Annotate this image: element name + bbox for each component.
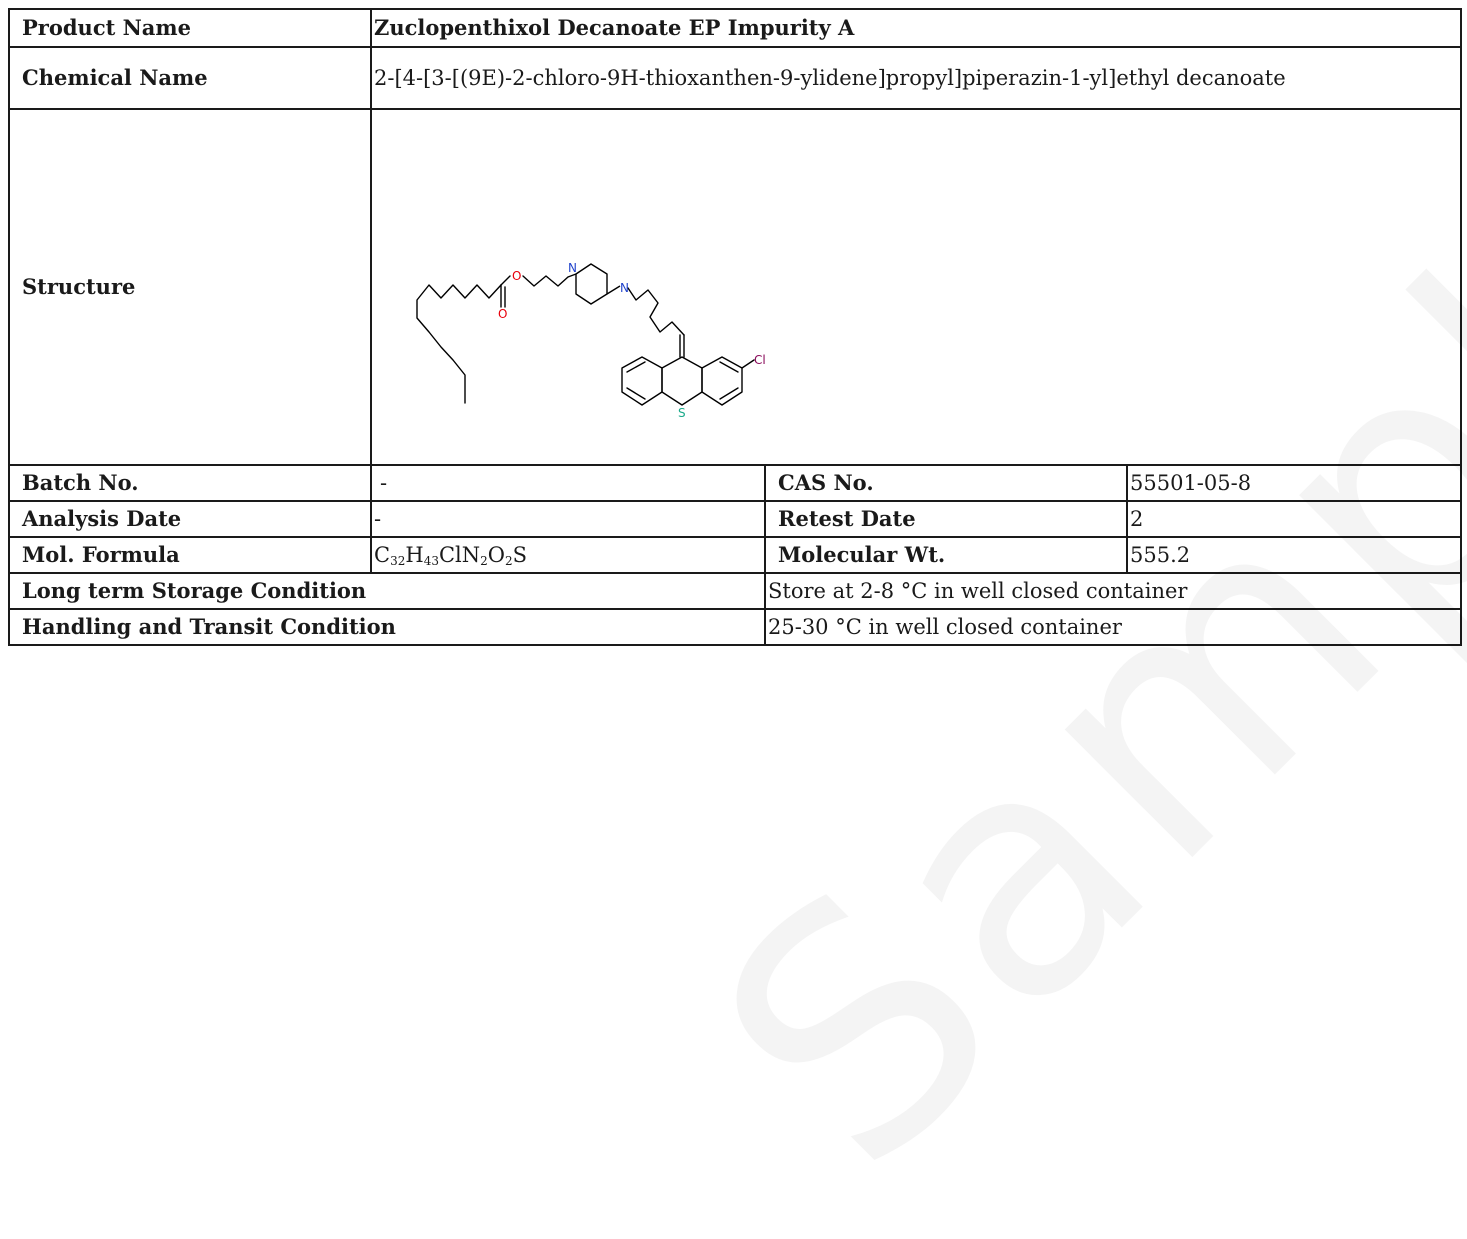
- molecular-weight-value: 555.2: [1126, 536, 1462, 574]
- cas-label: CAS No.: [764, 464, 1128, 502]
- atom-oxygen-ester: O: [512, 269, 521, 283]
- chemical-name-row: Chemical Name 2-[4-[3-[(9E)-2-chloro-9H-…: [8, 46, 1462, 110]
- retest-date-value: 2: [1126, 500, 1462, 538]
- analysis-date-label: Analysis Date: [8, 500, 372, 538]
- handling-row: Handling and Transit Condition 25-30 °C …: [8, 608, 1462, 646]
- atom-nitrogen-4: N: [620, 281, 629, 295]
- molecular-weight-label: Molecular Wt.: [764, 536, 1128, 574]
- atom-nitrogen-1: N: [568, 261, 577, 275]
- product-name-value: Zuclopenthixol Decanoate EP Impurity A: [370, 8, 1462, 48]
- batch-cas-row: Batch No. - CAS No. 55501-05-8: [8, 464, 1462, 502]
- storage-value: Store at 2-8 °C in well closed container: [764, 572, 1462, 610]
- mol-formula-label: Mol. Formula: [8, 536, 372, 574]
- storage-row: Long term Storage Condition Store at 2-8…: [8, 572, 1462, 610]
- structure-image: O O N N S Cl: [370, 108, 1462, 466]
- cas-value: 55501-05-8: [1126, 464, 1462, 502]
- structure-row: Structure: [8, 108, 1462, 466]
- storage-label: Long term Storage Condition: [8, 572, 766, 610]
- analysis-date-value: -: [370, 500, 766, 538]
- product-name-row: Product Name Zuclopenthixol Decanoate EP…: [8, 8, 1462, 48]
- product-name-label: Product Name: [8, 8, 372, 48]
- atom-oxygen-carbonyl: O: [498, 307, 507, 321]
- mol-formula-value: C32H43ClN2O2S: [370, 536, 766, 574]
- chemical-name-value: 2-[4-[3-[(9E)-2-chloro-9H-thioxanthen-9-…: [370, 46, 1462, 110]
- handling-value: 25-30 °C in well closed container: [764, 608, 1462, 646]
- handling-label: Handling and Transit Condition: [8, 608, 766, 646]
- chemical-structure-drawing: O O N N S Cl: [416, 261, 766, 420]
- atom-sulfur: S: [678, 406, 686, 420]
- analysis-retest-row: Analysis Date - Retest Date 2: [8, 500, 1462, 538]
- atom-chlorine: Cl: [754, 353, 766, 367]
- formula-weight-row: Mol. Formula C32H43ClN2O2S Molecular Wt.…: [8, 536, 1462, 574]
- batch-label: Batch No.: [8, 464, 372, 502]
- coa-table: Product Name Zuclopenthixol Decanoate EP…: [8, 8, 1462, 646]
- batch-value: -: [370, 464, 766, 502]
- retest-date-label: Retest Date: [764, 500, 1128, 538]
- chemical-name-label: Chemical Name: [8, 46, 372, 110]
- structure-label: Structure: [8, 108, 372, 466]
